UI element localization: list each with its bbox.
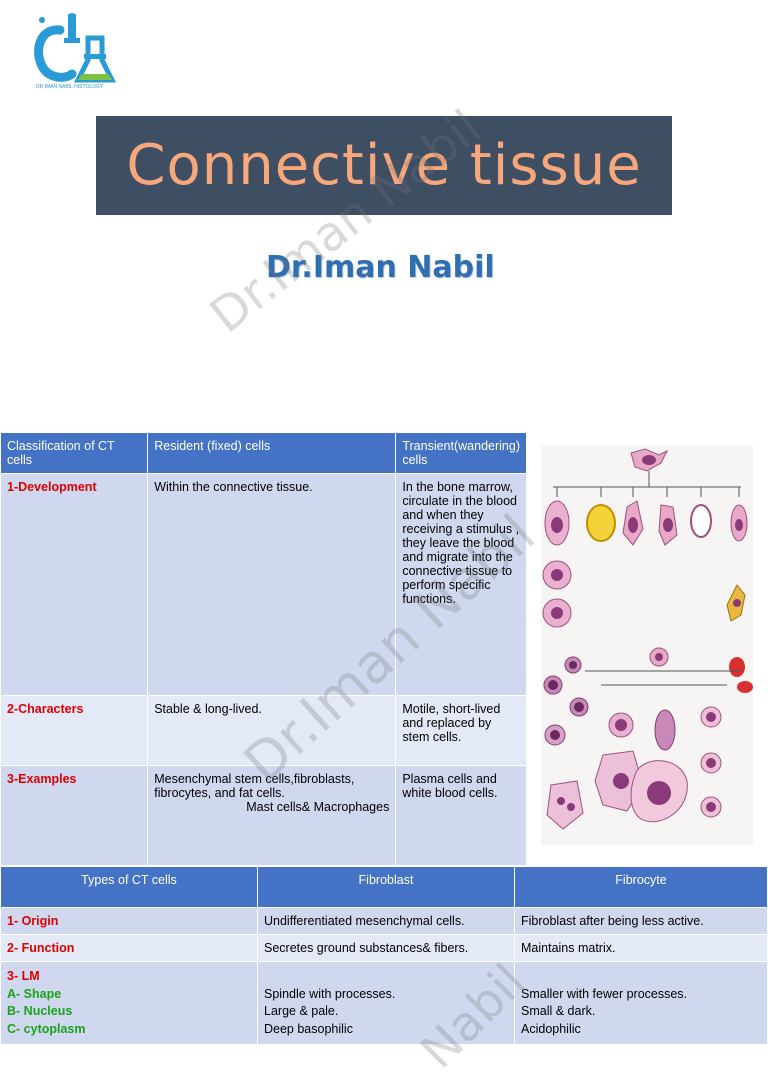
row-label: 1- Origin	[0, 907, 258, 935]
row-label: 1-Development	[0, 473, 149, 696]
table-cell: In the bone marrow, circulate in the blo…	[395, 473, 527, 696]
row-label: 2-Characters	[0, 695, 149, 766]
table-header: Classification of CT cells	[0, 432, 149, 474]
table-header: Transient(wandering) cells	[395, 432, 527, 474]
author-name: Dr.Iman Nabil	[266, 250, 495, 285]
table-header-row: Types of CT cells Fibroblast Fibrocyte	[0, 866, 768, 908]
cell-lineage-figure	[541, 445, 753, 845]
table-row: 3- LM A- Shape B- Nucleus C- cytoplasm S…	[0, 961, 768, 1045]
cell-text: Small & dark.	[521, 1004, 596, 1018]
cell-text: Spindle with processes.	[264, 986, 396, 1001]
cell-text: Mesenchymal stem cells,fibroblasts, fibr…	[154, 772, 355, 800]
row-label: 2- Function	[0, 934, 258, 962]
microscope-flask-logo-icon	[34, 13, 117, 83]
table-row: 2-Characters Stable & long-lived. Motile…	[0, 695, 527, 766]
logo: DR IMAN NABIL HISTOLOGY	[30, 10, 120, 96]
table-cell: Maintains matrix.	[514, 934, 768, 962]
sub-label: C- cytoplasm	[7, 1021, 86, 1036]
table-row: 2- Function Secretes ground substances& …	[0, 934, 768, 962]
table-cell: Stable & long-lived.	[147, 695, 397, 766]
table-header: Resident (fixed) cells	[147, 432, 397, 474]
sub-label: B- Nucleus	[7, 1004, 73, 1018]
table-row: 1-Development Within the connective tiss…	[0, 473, 527, 696]
table-header: Types of CT cells	[0, 866, 258, 908]
table-cell: Mesenchymal stem cells,fibroblasts, fibr…	[147, 765, 397, 866]
table-header: Fibrocyte	[514, 866, 768, 908]
table-cell: Secretes ground substances& fibers.	[257, 934, 515, 962]
cell-text: Smaller with fewer processes.	[521, 986, 688, 1001]
table-cell: Motile, short-lived and replaced by stem…	[395, 695, 527, 766]
table-cell: Fibroblast after being less active.	[514, 907, 768, 935]
table-cell: Within the connective tissue.	[147, 473, 397, 696]
page-title: Connective tissue	[126, 133, 642, 198]
table-cell: Plasma cells and white blood cells.	[395, 765, 527, 866]
cell-text: Acidophilic	[521, 1021, 581, 1036]
table-cell: Smaller with fewer processes. Small & da…	[514, 961, 768, 1045]
table-header-row: Classification of CT cells Resident (fix…	[0, 432, 527, 474]
sub-label: A- Shape	[7, 986, 62, 1001]
title-banner: Connective tissue	[96, 116, 672, 215]
cell-text: Large & pale.	[264, 1004, 339, 1018]
table-row: 3-Examples Mesenchymal stem cells,fibrob…	[0, 765, 527, 866]
cell-lineage-illustration	[542, 448, 753, 830]
row-label: 3- LM	[7, 969, 40, 983]
logo-caption: DR IMAN NABIL HISTOLOGY	[36, 84, 104, 90]
classification-table: Classification of CT cells Resident (fix…	[0, 432, 527, 866]
cell-text: Deep basophilic	[264, 1021, 353, 1036]
table-cell: 3- LM A- Shape B- Nucleus C- cytoplasm	[0, 961, 258, 1045]
table-row: 1- Origin Undifferentiated mesenchymal c…	[0, 907, 768, 935]
table-header: Fibroblast	[257, 866, 515, 908]
fibroblast-fibrocyte-table: Types of CT cells Fibroblast Fibrocyte 1…	[0, 866, 768, 1045]
table-cell: Undifferentiated mesenchymal cells.	[257, 907, 515, 935]
cell-text-extra: Mast cells& Macrophages	[246, 800, 390, 814]
row-label: 3-Examples	[0, 765, 149, 866]
table-cell: Spindle with processes. Large & pale. De…	[257, 961, 515, 1045]
